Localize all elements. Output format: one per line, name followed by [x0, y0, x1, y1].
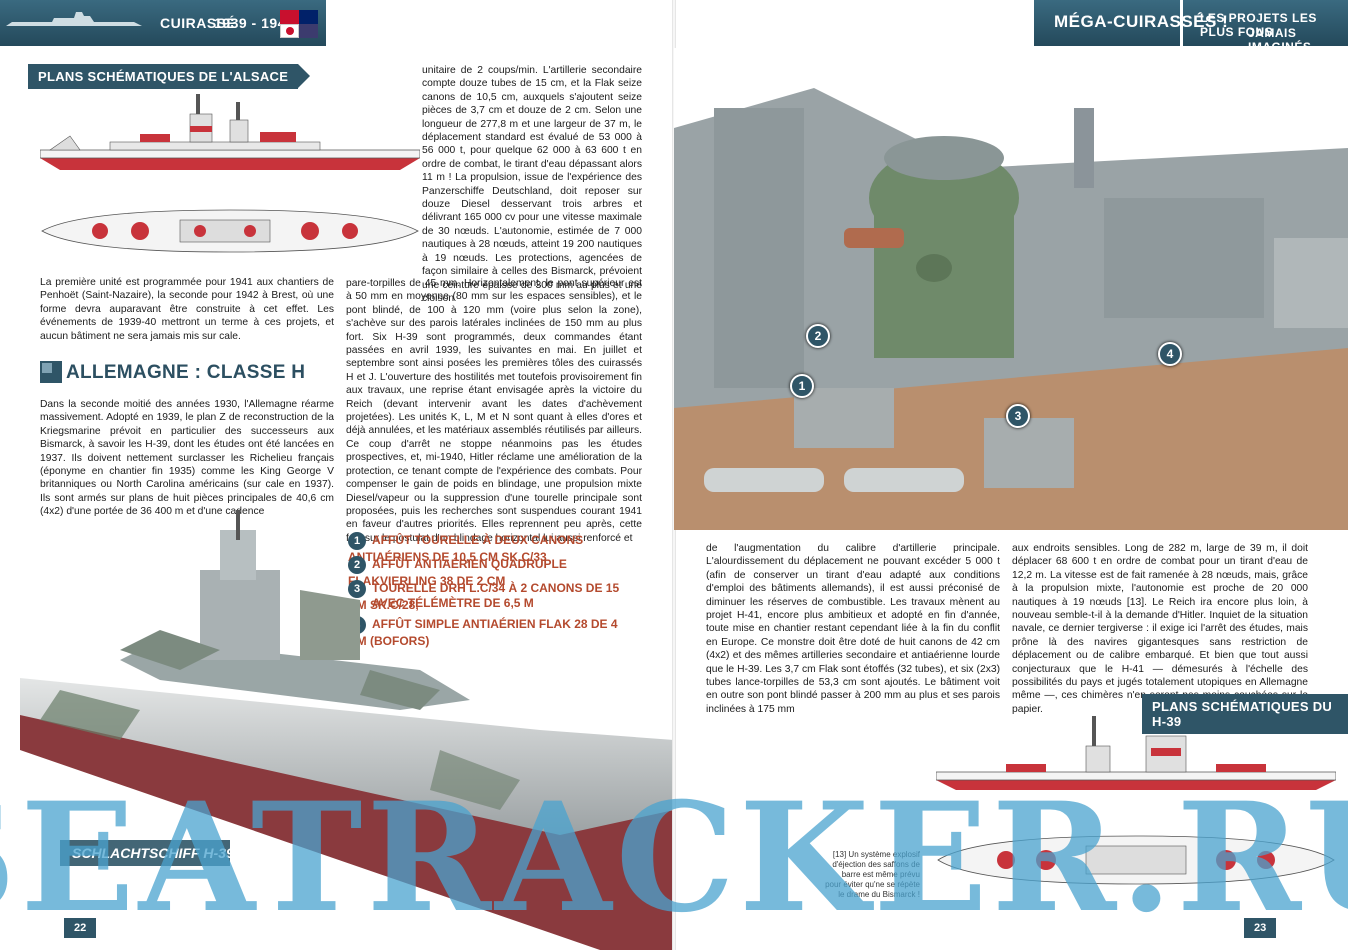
legend-text: TOURELLE DRH L.C/34 À 2 CANONS DE 15 CM …	[348, 581, 620, 612]
h39-top-plan	[937, 835, 1335, 885]
h39-battleship-illustration	[20, 510, 674, 950]
germany-paragraph: Dans la seconde moitié des années 1930, …	[40, 399, 334, 518]
germany-heading: ALLEMAGNE : CLASSE H	[66, 362, 306, 383]
col2-paragraph: unitaire de 2 coups/min. L'artillerie se…	[422, 65, 642, 304]
intro-paragraph: La première unité est programmée pour 19…	[40, 277, 334, 342]
legend-item-4: 4AFFÛT SIMPLE ANTIAÉRIEN FLAK 28 DE 4 CM…	[348, 616, 638, 648]
alsace-intro-text: La première unité est programmée pour 19…	[40, 276, 334, 343]
h39-plans-title: PLANS SCHÉMATIQUES DU H-39	[1142, 694, 1348, 734]
wide-paragraph: pare-torpilles de 45 mm. Horizontalement…	[346, 278, 642, 544]
callout-1: 1	[790, 374, 814, 398]
right-header-divider	[1180, 0, 1183, 46]
right-col1-text: de l'augmentation du calibre d'artilleri…	[706, 542, 1000, 716]
footnote: [13] Un système explosif d'éjection des …	[825, 850, 920, 899]
legend-text: AFFÛT SIMPLE ANTIAÉRIEN FLAK 28 DE 4 CM …	[348, 617, 618, 648]
germany-text: Dans la seconde moitié des années 1930, …	[40, 398, 334, 519]
right-col2-paragraph: aux endroits sensibles. Long de 282 m, l…	[1012, 543, 1308, 715]
callout-4: 4	[1158, 342, 1182, 366]
left-col2-text: unitaire de 2 coups/min. L'artillerie se…	[346, 64, 642, 305]
legend-number: 3	[348, 580, 366, 598]
alsace-plans-title: PLANS SCHÉMATIQUES DE L'ALSACE	[28, 64, 311, 89]
ship-label: SCHLACHTSCHIFF H-39	[72, 845, 234, 861]
left-header-years: 1939 - 1945	[214, 15, 295, 31]
left-wide-text: pare-torpilles de 45 mm. Horizontalement…	[346, 277, 642, 545]
ship-silhouette-icon	[6, 12, 142, 26]
legend-item-3-line2: AVEC TÉLÉMÈTRE DE 6,5 M	[372, 596, 534, 610]
alsace-side-profile	[40, 94, 420, 170]
right-col2-text: aux endroits sensibles. Long de 282 m, l…	[1012, 542, 1308, 716]
legend-number: 2	[348, 556, 366, 574]
germany-heading-icon	[40, 361, 62, 383]
left-header-section: CUIRASSÉ	[160, 15, 237, 31]
right-header-title: MÉGA-CUIRASSÉS !	[1054, 12, 1229, 31]
callout-3: 3	[1006, 404, 1030, 428]
alsace-top-plan	[41, 209, 419, 253]
legend-text: AFFÛT ANTIAÉRIEN QUADRUPLE FLAKVIERLING …	[348, 557, 567, 588]
flag-icons	[280, 10, 318, 38]
h39-side-profile	[936, 716, 1336, 790]
ship-label-banner	[60, 840, 230, 866]
legend-text: AFFÛT TOURELLE À DEUX CANONS ANTIAÉRIENS…	[348, 533, 584, 564]
page-number-left: 22	[64, 918, 97, 938]
legend-number: 1	[348, 532, 366, 550]
h39-deck-detail-illustration	[674, 48, 1348, 530]
callout-2: 2	[806, 324, 830, 348]
right-page: MÉGA-CUIRASSÉS ! LES PROJETS LES PLUS FO…	[674, 0, 1348, 950]
page-number-right: 23	[1244, 918, 1277, 938]
right-header-bar	[1034, 0, 1348, 46]
legend-text: AVEC TÉLÉMÈTRE DE 6,5 M	[372, 596, 534, 610]
left-page: CUIRASSÉ 1939 - 1945 PLANS SCHÉMATIQUES …	[0, 0, 674, 950]
right-header-subtitle-1: LES PROJETS LES PLUS FOUS	[1200, 11, 1317, 39]
right-col1-paragraph: de l'augmentation du calibre d'artilleri…	[706, 543, 1000, 715]
